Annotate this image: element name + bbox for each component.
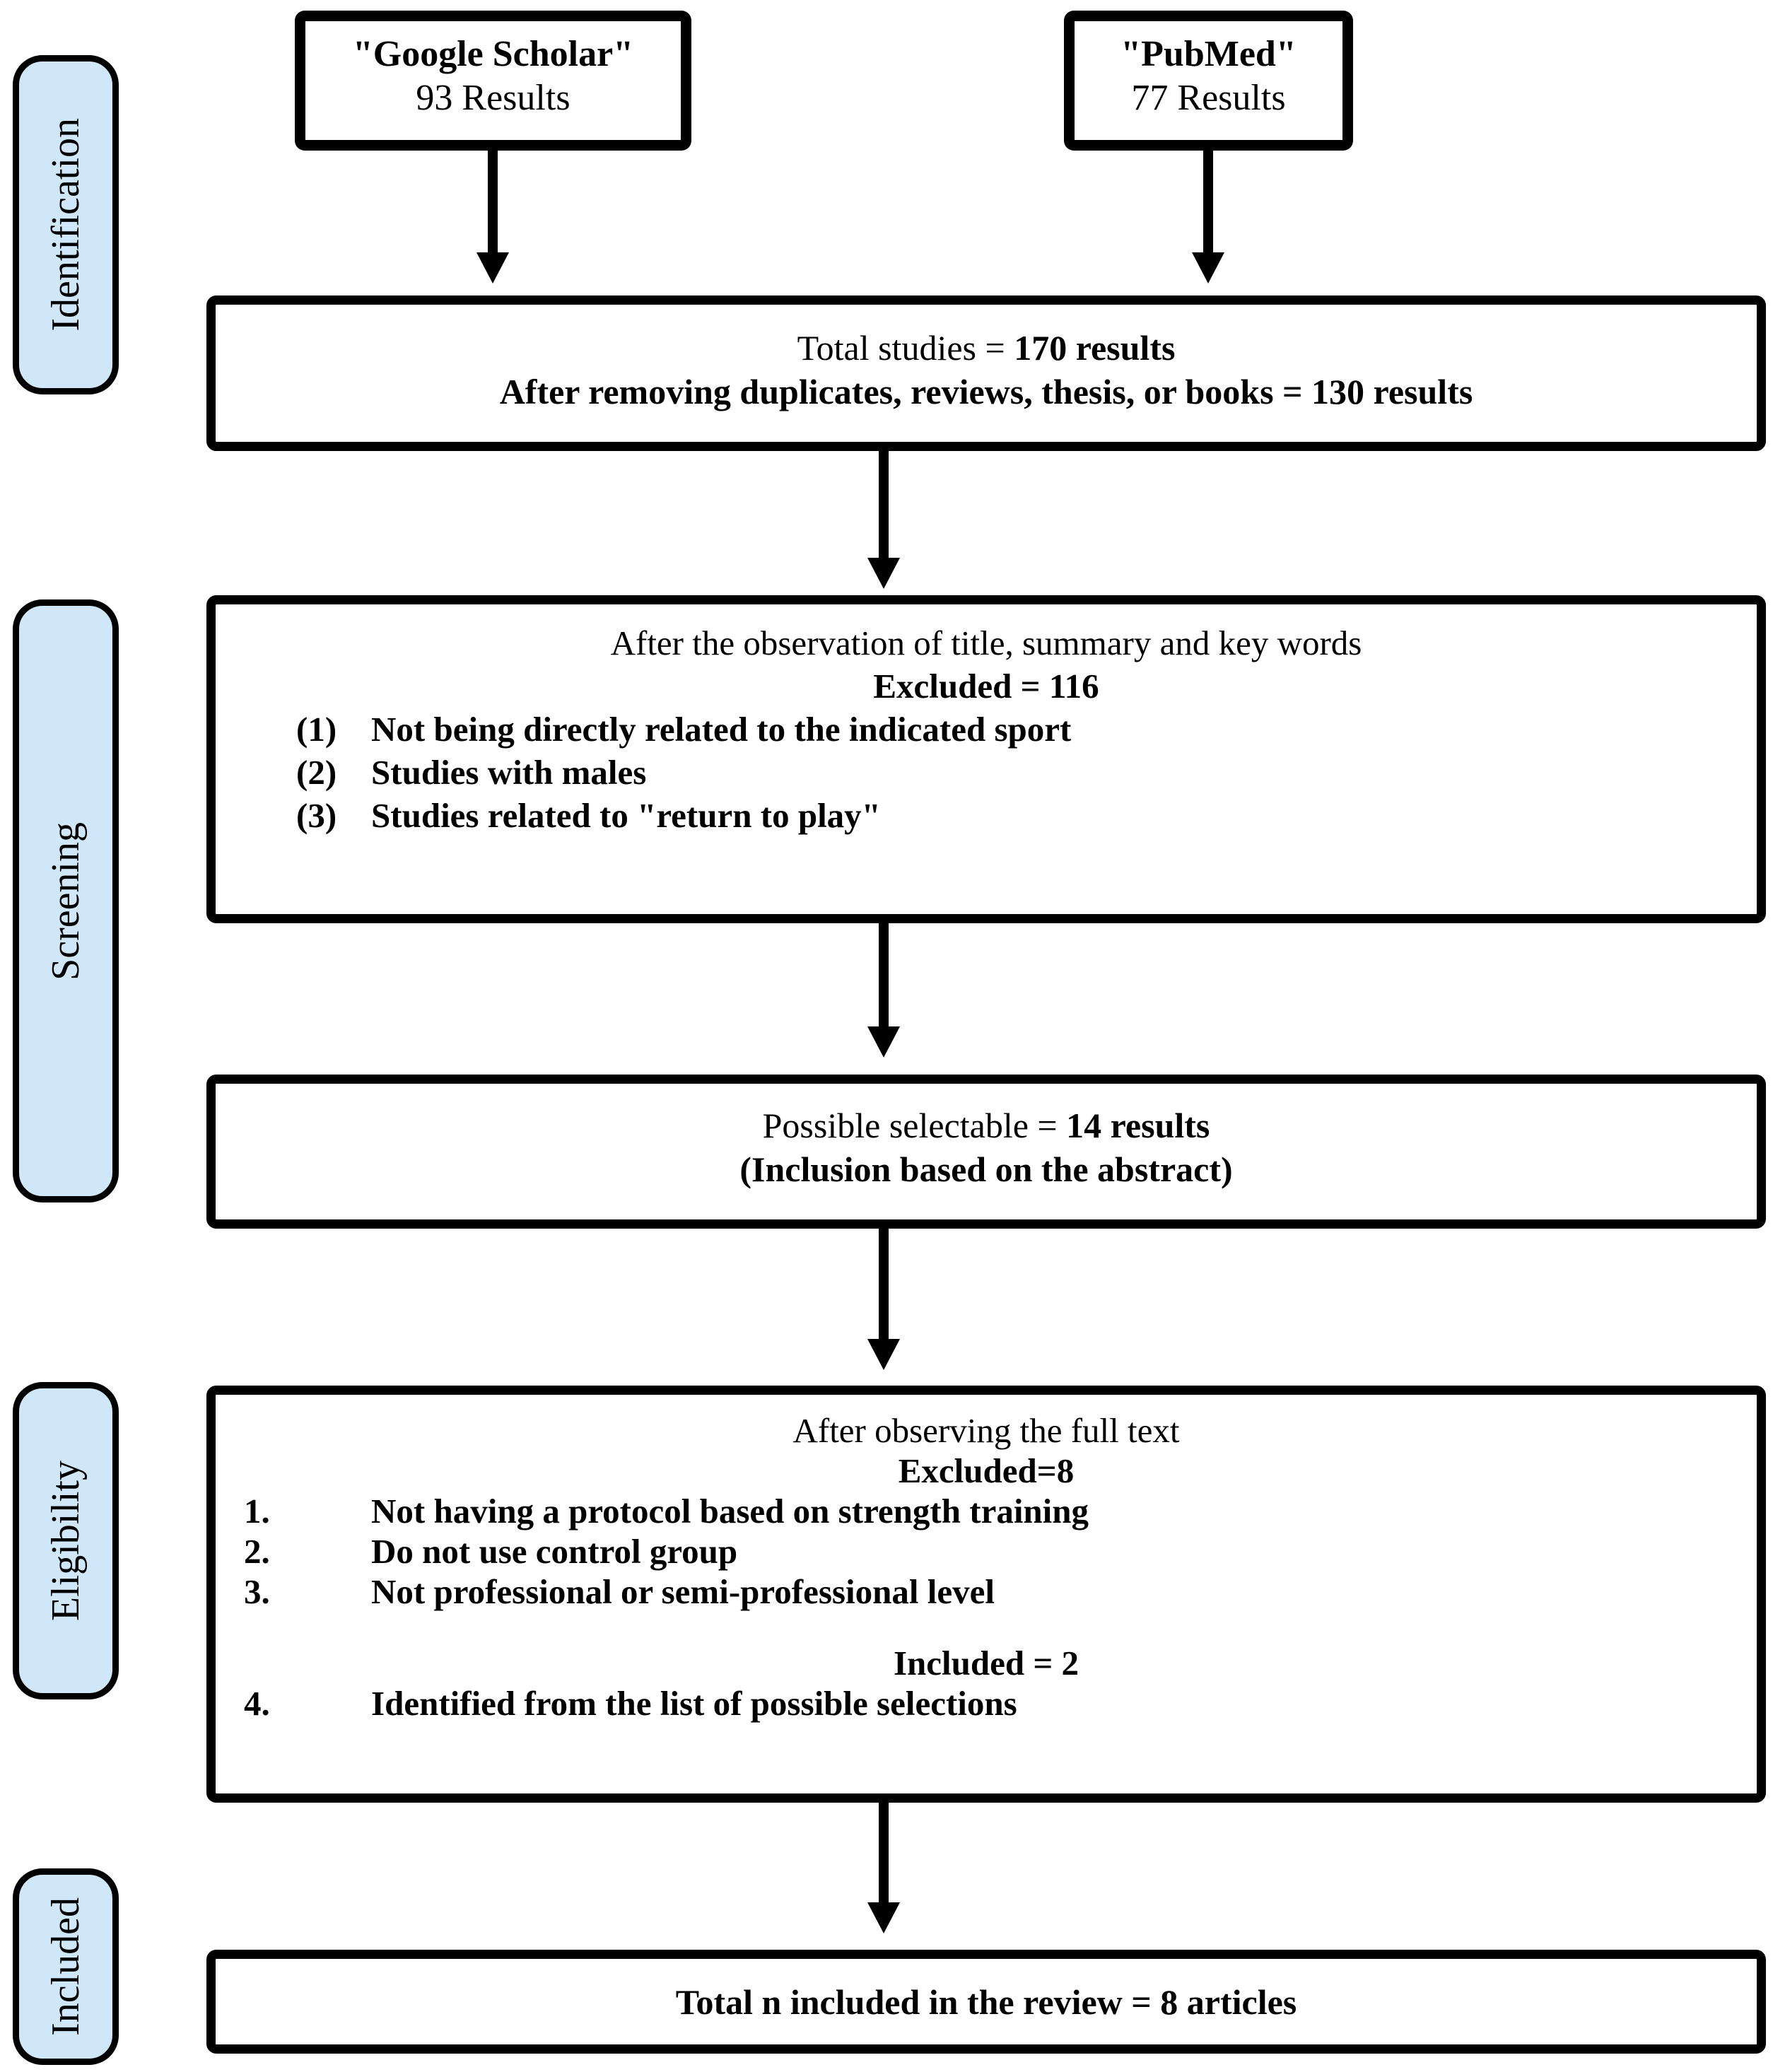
stage-label-identification: Identification [44,118,88,332]
eligibility-title: After observing the full text [792,1411,1180,1450]
list-text: Studies related to "return to play" [371,796,881,835]
source-box-google-scholar: "Google Scholar" 93 Results [295,11,691,151]
list-item: 2. Do not use control group [216,1531,1757,1571]
list-text: Not having a protocol based on strength … [371,1492,1089,1530]
total-studies-line1: Total studies = 170 results [216,326,1757,370]
arrow-total-to-screening [879,450,889,558]
eligibility-included-count: Included = 2 [893,1644,1079,1682]
list-marker: 2. [244,1532,270,1571]
arrow-head-icon [867,558,900,589]
arrow-pubmed-to-total [1203,149,1213,252]
included-total-box: Total n included in the review = 8 artic… [206,1950,1766,2054]
list-text: Identified from the list of possible sel… [371,1684,1017,1723]
arrow-head-icon [476,252,509,283]
arrow-screening-to-possible [879,922,889,1026]
screening-criteria-box: After the observation of title, summary … [206,595,1766,923]
list-item: (1) Not being directly related to the in… [216,708,1757,751]
arrow-head-icon [867,1902,900,1933]
stage-box-screening: Screening [13,599,119,1202]
total-studies-line2: After removing duplicates, reviews, thes… [499,372,1473,411]
stage-box-identification: Identification [13,55,119,394]
arrow-google-scholar-to-total [488,149,498,252]
possible-prefix: Possible selectable = [762,1106,1067,1145]
list-text: Not professional or semi-professional le… [371,1572,995,1611]
arrow-head-icon [1192,252,1224,283]
possible-count: 14 results [1066,1106,1210,1145]
list-text: Do not use control group [371,1532,738,1571]
source-name: "Google Scholar" [352,34,634,74]
list-marker: (2) [296,753,337,792]
spacer [216,1612,1757,1643]
eligibility-excluded-count: Excluded=8 [898,1451,1075,1490]
screening-title: After the observation of title, summary … [610,624,1362,662]
list-marker: (1) [296,710,337,749]
list-marker: 3. [244,1572,270,1611]
screening-excluded-count: Excluded = 116 [873,667,1099,706]
list-marker: (3) [296,796,337,835]
list-item: 4. Identified from the list of possible … [216,1683,1757,1723]
list-text: Not being directly related to the indica… [371,710,1072,749]
eligibility-box: After observing the full text Excluded=8… [206,1386,1766,1803]
list-marker: 4. [244,1684,270,1723]
included-total-text: Total n included in the review = 8 artic… [675,1982,1297,2022]
source-results: 77 Results [1131,78,1286,118]
arrow-eligibility-to-final [879,1801,889,1902]
possible-line1: Possible selectable = 14 results [216,1104,1757,1147]
possible-line2: (Inclusion based on the abstract) [739,1149,1233,1189]
arrow-possible-to-eligibility [879,1227,889,1339]
list-marker: 1. [244,1492,270,1530]
possible-selectable-box: Possible selectable = 14 results (Inclus… [206,1075,1766,1229]
stage-label-included: Included [44,1897,88,2036]
total-studies-count: 170 results [1014,328,1176,368]
arrow-head-icon [867,1339,900,1370]
stage-label-screening: Screening [44,821,88,981]
list-item: (3) Studies related to "return to play" [216,794,1757,837]
list-item: 3. Not professional or semi-professional… [216,1571,1757,1612]
source-box-pubmed: "PubMed" 77 Results [1064,11,1353,151]
list-item: (2) Studies with males [216,751,1757,794]
stage-label-eligibility: Eligibility [44,1460,88,1622]
total-studies-box: Total studies = 170 results After removi… [206,295,1766,451]
source-name: "PubMed" [1120,34,1297,74]
list-text: Studies with males [371,753,647,792]
stage-box-eligibility: Eligibility [13,1382,119,1699]
stage-box-included: Included [13,1868,119,2065]
list-item: 1. Not having a protocol based on streng… [216,1491,1757,1531]
source-results: 93 Results [416,78,570,118]
arrow-head-icon [867,1026,900,1058]
total-studies-prefix: Total studies = [797,328,1014,368]
